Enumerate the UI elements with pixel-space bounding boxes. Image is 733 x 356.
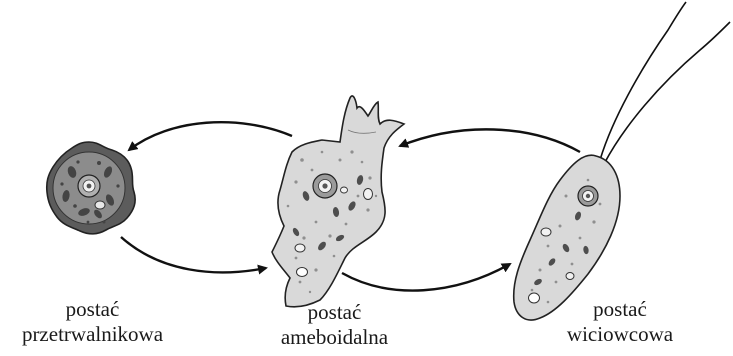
label-flagellate-line1: postać — [550, 297, 690, 322]
label-amoeboid-form: postać ameboidalna — [262, 300, 407, 350]
label-flagellate-form: postać wiciowcowa — [550, 297, 690, 347]
label-cyst-line2: przetrwalnikowa — [0, 322, 185, 347]
label-amoeboid-line2: ameboidalna — [262, 325, 407, 350]
label-flagellate-line2: wiciowcowa — [550, 322, 690, 347]
arrow-amoeba-to-flagellate — [342, 264, 510, 291]
flagellate-cell-icon — [514, 2, 730, 320]
arrow-flagellate-to-amoeba — [400, 129, 580, 152]
arrow-cyst-to-amoeba — [121, 237, 266, 272]
label-amoeboid-line1: postać — [262, 300, 407, 325]
arrow-amoeba-to-cyst — [129, 122, 292, 150]
label-cyst-form: postać przetrwalnikowa — [0, 297, 185, 347]
label-cyst-line1: postać — [0, 297, 185, 322]
cyst-cell-icon — [47, 142, 135, 234]
amoeboid-cell-icon — [272, 96, 404, 307]
